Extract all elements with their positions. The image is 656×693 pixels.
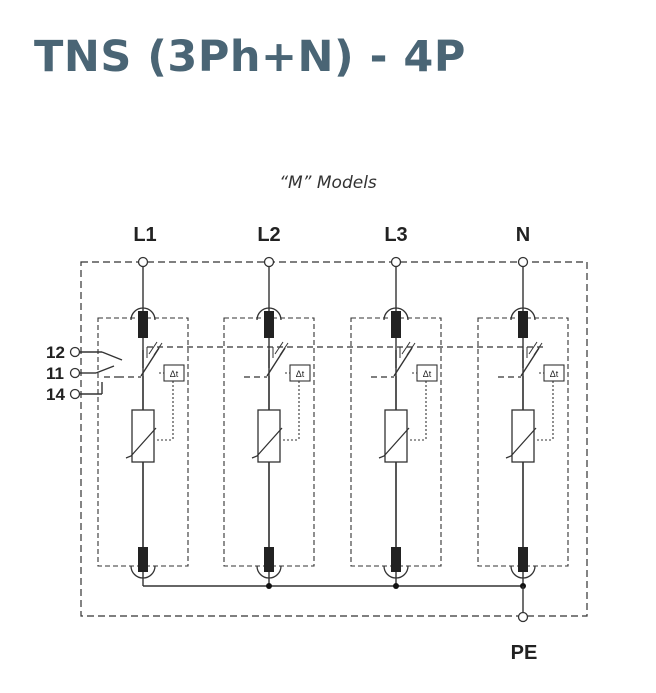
varistor-l2 (257, 409, 281, 463)
contact-label-14: 14 (46, 385, 65, 404)
contact-terminal-12 (69, 346, 81, 358)
bottom-contact-arc-n (510, 565, 536, 579)
contact-12-blade (101, 351, 123, 361)
top-fuse-l3 (391, 311, 401, 338)
bottom-fuse-l1 (138, 547, 148, 572)
pole-label-n: N (515, 224, 531, 246)
top-fuse-n (518, 311, 528, 338)
switch-hatch-a-l1 (148, 341, 158, 355)
bottom-fuse-l3 (391, 547, 401, 572)
varistor-l1 (131, 409, 155, 463)
top-contact-arc-l1 (130, 307, 156, 321)
page-title: TNS (3Ph+N) - 4P (34, 32, 466, 82)
terminal-l1 (137, 256, 149, 268)
enclosure-outline (80, 261, 588, 617)
contact-terminal-11 (69, 367, 81, 379)
contact-11-blade (95, 365, 115, 374)
varistor-l3 (384, 409, 408, 463)
contact-label-11: 11 (46, 364, 64, 383)
diagram-subtitle: “M” Models (279, 173, 377, 193)
varistor-slash-l2 (251, 427, 283, 459)
switch-hatch-a-l3 (401, 341, 411, 355)
thermal-symbol-l1: Δt (170, 369, 179, 379)
bus-junction-1 (266, 583, 272, 589)
varistor-slash-l1 (125, 427, 157, 459)
switch-hatch-b-l3 (406, 342, 416, 356)
pole-label-l3: L3 (384, 224, 408, 246)
top-contact-arc-n (510, 307, 536, 321)
terminal-n (517, 256, 529, 268)
varistor-slash-n (505, 427, 537, 459)
pole-label-l1: L1 (133, 224, 157, 246)
bottom-contact-arc-l3 (383, 565, 409, 579)
switch-hatch-a-l2 (274, 341, 284, 355)
switch-hatch-b-n (533, 342, 543, 356)
bottom-contact-arc-l1 (130, 565, 156, 579)
varistor-slash-l3 (378, 427, 410, 459)
switch-hatch-b-l2 (279, 342, 289, 356)
top-fuse-l1 (138, 311, 148, 338)
switch-hatch-a-n (528, 341, 538, 355)
top-contact-arc-l2 (256, 307, 282, 321)
bottom-contact-arc-l2 (256, 565, 282, 579)
contact-label-12: 12 (46, 343, 65, 362)
terminal-l3 (390, 256, 402, 268)
earth-label-pe: PE (510, 642, 538, 664)
contact-terminal-14 (69, 388, 81, 400)
bus-junction-2 (393, 583, 399, 589)
pole-label-l2: L2 (257, 224, 281, 246)
top-contact-arc-l3 (383, 307, 409, 321)
top-fuse-l2 (264, 311, 274, 338)
thermal-symbol-l3: Δt (423, 369, 432, 379)
terminal-pe (517, 611, 529, 623)
thermal-symbol-n: Δt (550, 369, 559, 379)
varistor-n (511, 409, 535, 463)
switch-hatch-b-l1 (153, 342, 163, 356)
thermal-symbol-l2: Δt (296, 369, 305, 379)
terminal-l2 (263, 256, 275, 268)
bottom-fuse-l2 (264, 547, 274, 572)
bottom-fuse-n (518, 547, 528, 572)
